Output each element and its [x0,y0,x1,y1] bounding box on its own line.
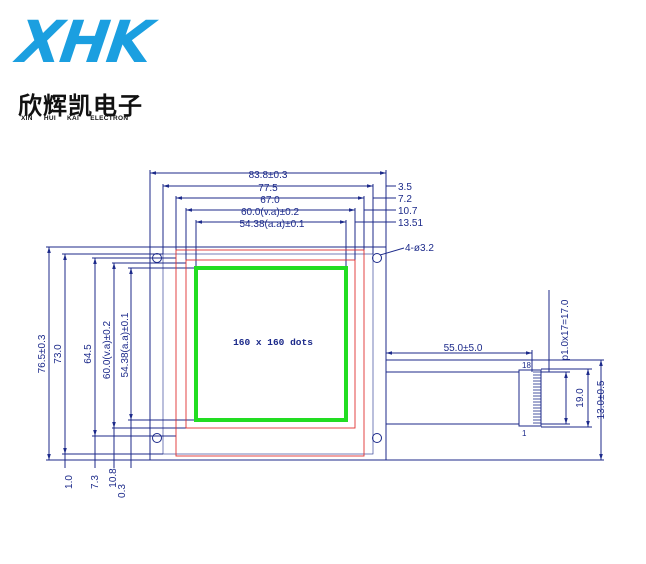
bezel-outline [175,249,365,457]
offset-bottom-outline: 1.0 [64,475,75,489]
dim-view-area-height: 60.0(v.a)±0.2 [102,321,113,380]
pcb-outline [162,253,374,455]
offset-bottom-bezel: 10.8 [108,468,119,488]
dim-view-area-width: 60.0(v.a)±0.2 [241,207,300,218]
mounting-hole-bottom-right [372,433,382,443]
mounting-hole-top-right [372,253,382,263]
cable-pitch: p1.0x17=17.0 [560,299,571,360]
dim-outline-height: 76.5±0.3 [37,334,48,373]
display-resolution-label: 160 x 160 dots [233,337,313,348]
company-english-name: XIN HUI KAI ELECTRON [21,115,129,122]
active-area [194,266,348,422]
offset-bottom-pcb: 7.3 [90,475,101,489]
dim-pcb-width: 77.5 [258,183,278,194]
offset-active-area: 13.51 [398,218,423,229]
offset-view-area: 10.7 [398,206,418,217]
company-chinese-name: 欣辉凯电子 [18,92,143,120]
hole-label: 4-ø3.2 [405,243,434,254]
company-logo: XHK 欣辉凯电子 XIN HUI KAI ELECTRON [0,0,200,130]
connector-width: 19.0 [575,388,586,408]
pin-last: 18 [522,361,531,370]
dim-bezel-width: 67.0 [260,195,280,206]
dim-pcb-height: 73.0 [53,344,64,364]
offset-bottom-view-area: 0.3 [117,484,128,498]
dim-active-area-height: 54.38(a.a)±0.1 [120,312,131,377]
offset-pcb: 7.2 [398,194,412,205]
cable-length: 55.0±5.0 [444,343,483,354]
dim-outline-width: 83.8±0.3 [249,170,288,181]
pin-first: 1 [522,429,527,438]
view-area-outline [185,259,356,429]
flex-cable [385,371,533,425]
dim-bezel-height: 64.5 [83,344,94,364]
cable-width: 13.0±0.5 [596,380,607,419]
offset-outline: 3.5 [398,182,412,193]
dim-active-area-width: 54.38(a.a)±0.1 [240,219,305,230]
mounting-hole-bottom-left [152,433,162,443]
